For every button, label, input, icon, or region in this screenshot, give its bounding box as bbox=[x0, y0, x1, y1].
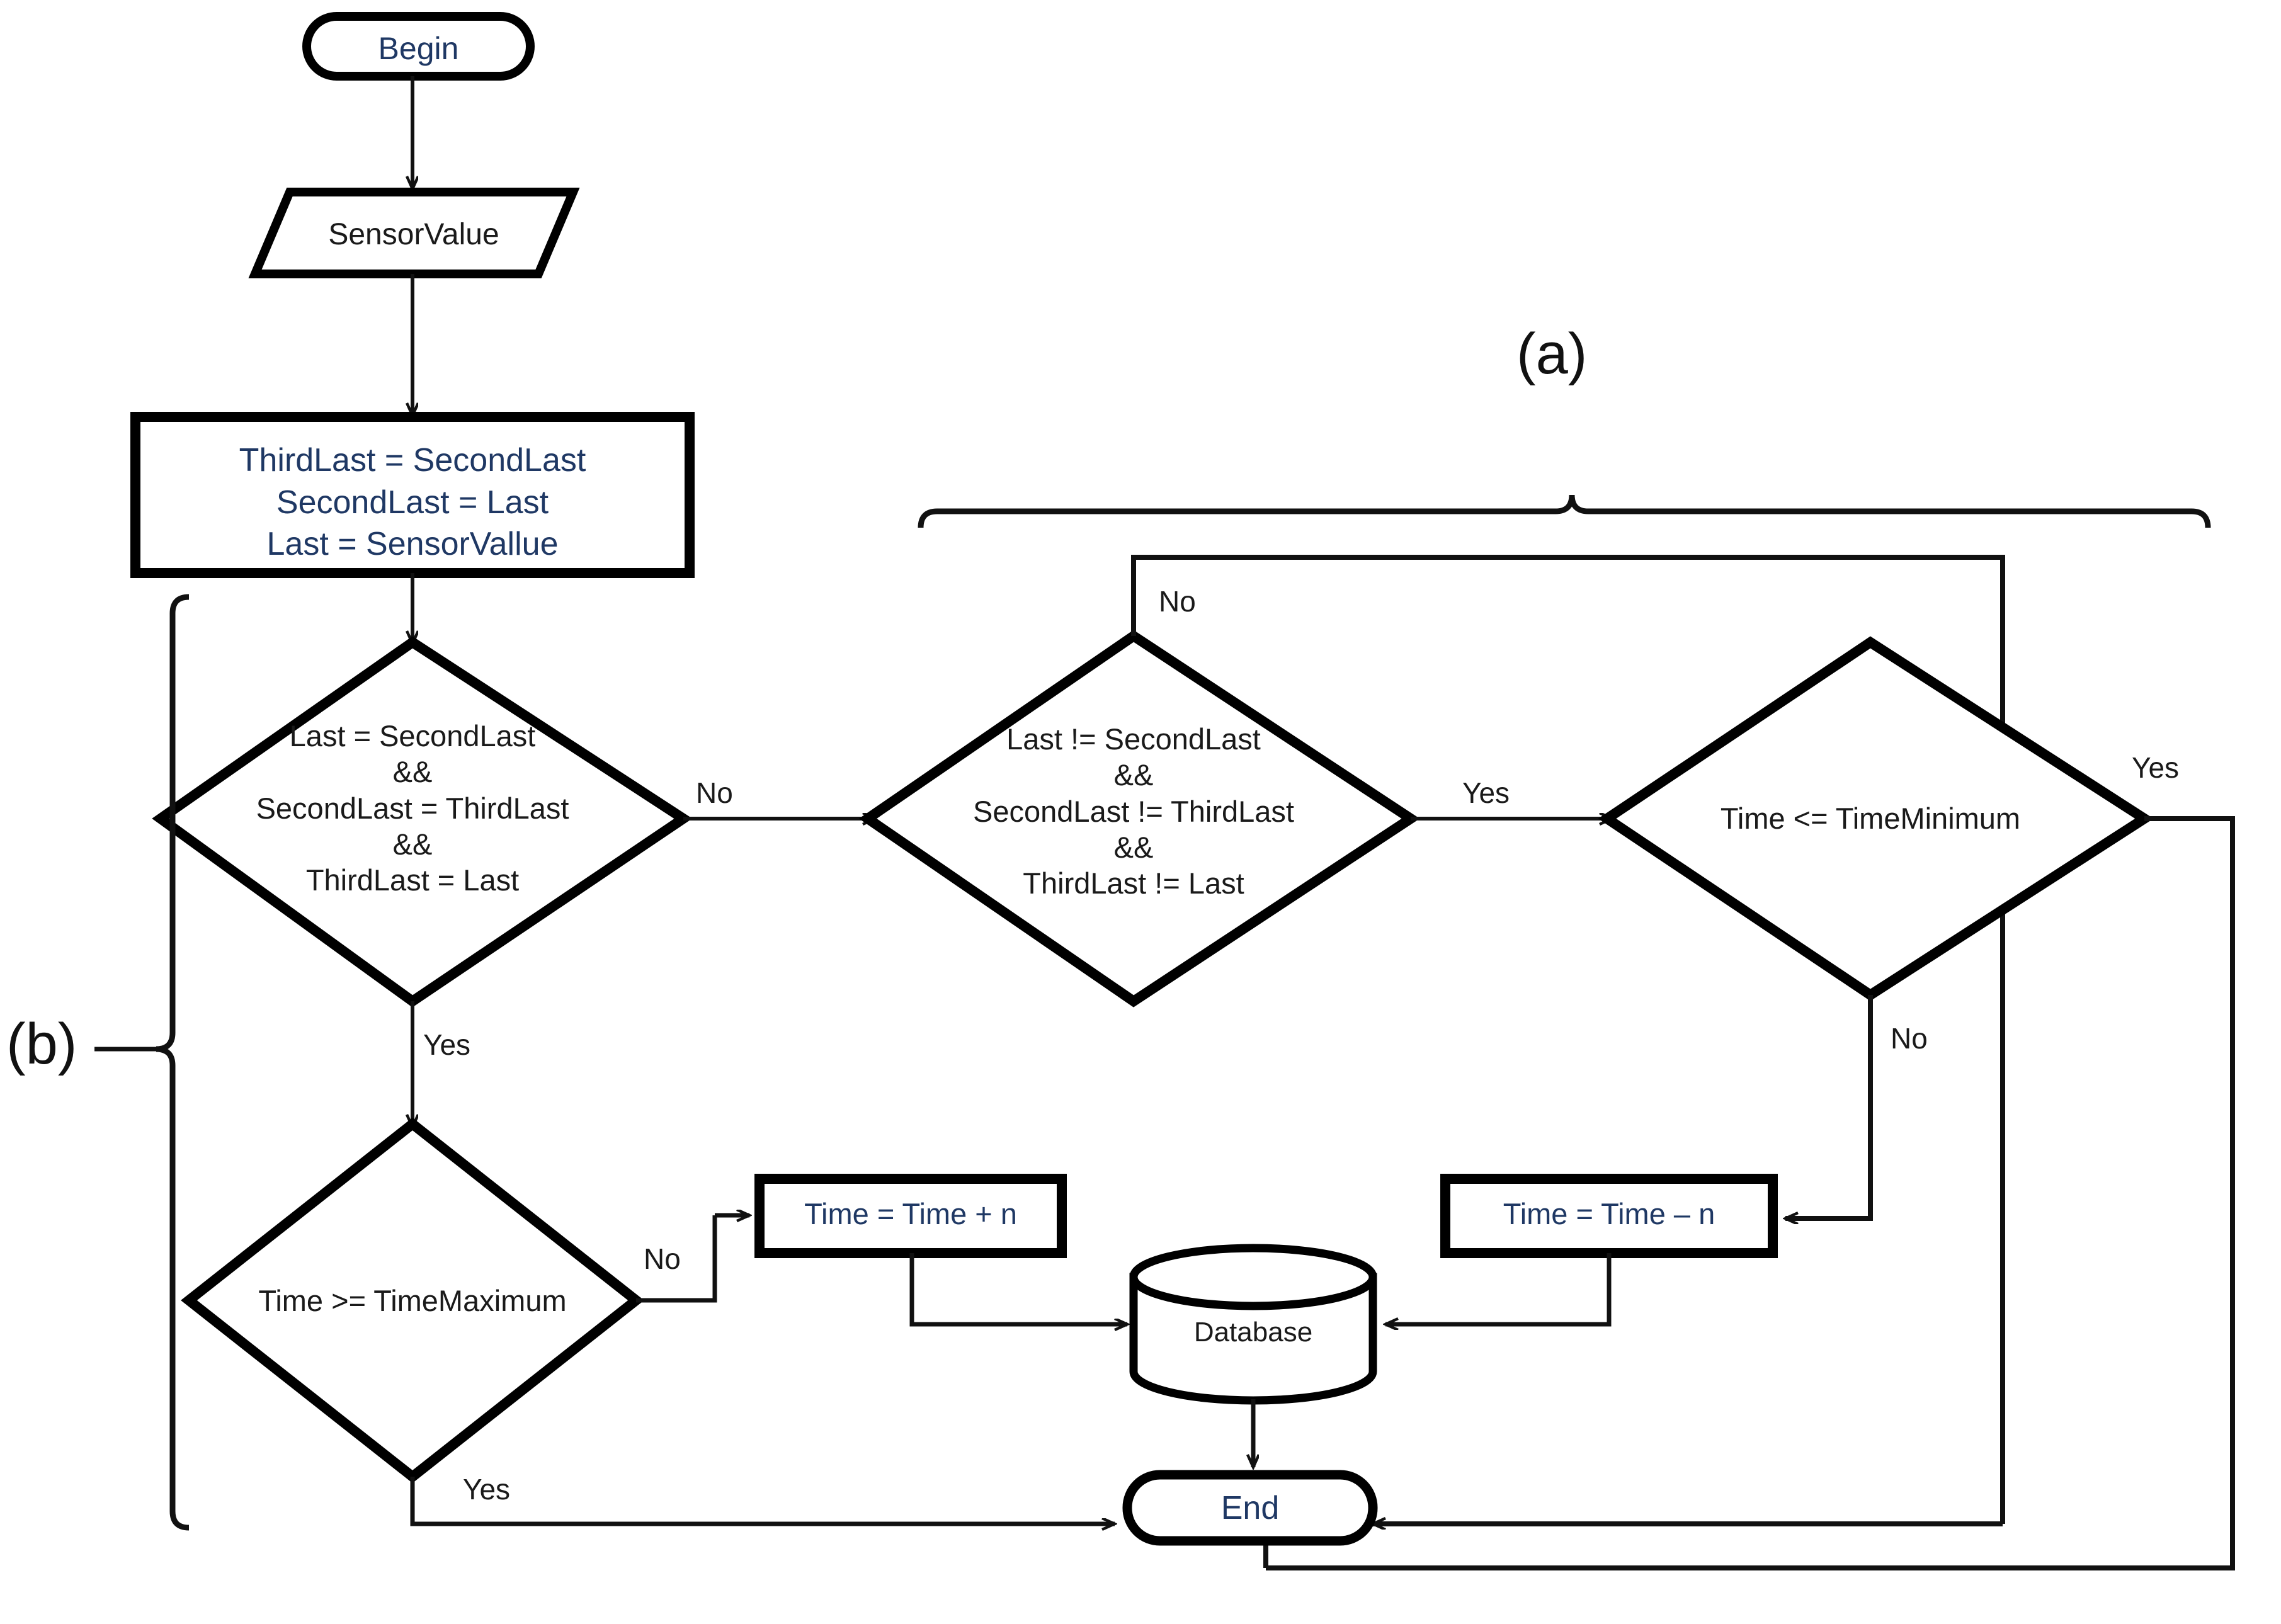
panel-b-brace bbox=[156, 594, 190, 1531]
edge-decision3-no-route bbox=[1820, 995, 1873, 1221]
begin-terminator-shape bbox=[302, 12, 535, 81]
decision3-diamond-shape bbox=[1598, 636, 2154, 1001]
edge-decision2-no-route bbox=[1131, 555, 2005, 1524]
edge-timeminus-database bbox=[1404, 1253, 1612, 1327]
edge-decision4-yes-route bbox=[410, 1477, 1083, 1526]
end-terminator-shape bbox=[1122, 1470, 1378, 1546]
sensorvalue-parallelogram-shape bbox=[248, 188, 580, 278]
edge-decision3-yes-route bbox=[1266, 816, 2235, 1570]
panel-label-b: (b) bbox=[6, 1012, 77, 1076]
edge-label-decision1-no: No bbox=[696, 776, 733, 809]
timeminus-process-shape bbox=[1440, 1174, 1778, 1258]
edge-label-decision1-yes: Yes bbox=[423, 1028, 471, 1061]
shift-process-shape bbox=[130, 412, 695, 578]
decision2-diamond bbox=[858, 630, 1420, 1008]
edge-label-decision3-yes: Yes bbox=[2132, 751, 2180, 784]
edge-label-decision4-yes: Yes bbox=[463, 1473, 511, 1506]
edge-decision4-no-route bbox=[636, 1215, 717, 1303]
edge-label-decision4-no: No bbox=[644, 1242, 681, 1275]
edge-label-decision3-no: No bbox=[1891, 1022, 1928, 1055]
panel-a-brace bbox=[918, 494, 2211, 528]
database-cylinder-shape bbox=[1129, 1244, 1377, 1405]
decision1-diamond-shape bbox=[152, 636, 693, 1008]
edge-timeplus-database bbox=[909, 1253, 1108, 1327]
panel-label-a: (a) bbox=[1516, 322, 1588, 386]
decision4-diamond-shape bbox=[181, 1117, 644, 1484]
edge-label-decision2-no: No bbox=[1159, 585, 1196, 618]
edge-label-decision2-yes: Yes bbox=[1462, 776, 1510, 809]
timeplus-process-shape bbox=[754, 1174, 1067, 1258]
